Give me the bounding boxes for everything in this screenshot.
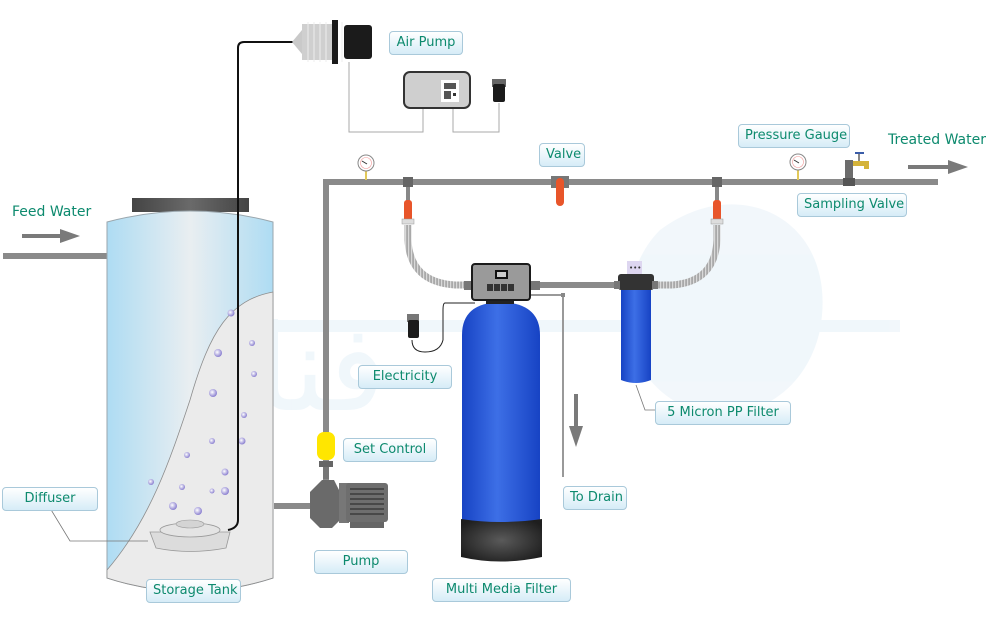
label-pressure-gauge: Pressure Gauge [738, 124, 850, 148]
air-pump-controller [403, 71, 471, 109]
pressure-gauge-left [357, 154, 375, 180]
water-pump [310, 461, 388, 528]
flex-hose-right [655, 225, 721, 289]
air-bubbles [148, 309, 257, 515]
sampling-valve [843, 152, 869, 186]
svg-text:•••: ••• [629, 264, 641, 272]
air-hose [227, 41, 298, 531]
leader-lines [49, 384, 655, 542]
valve-right [710, 177, 724, 225]
valve-left [401, 177, 415, 225]
label-micron-pp-filter: 5 Micron PP Filter [655, 401, 791, 425]
pp-cartridge-filter: ••• [614, 261, 658, 383]
drain-arrow [569, 394, 583, 447]
label-valve: Valve [539, 143, 585, 167]
multi-media-filter [461, 296, 542, 562]
label-electricity: Electricity [358, 365, 452, 389]
connecting-pipe [530, 282, 620, 288]
label-treated-water: Treated Water [888, 132, 986, 148]
drain-line [530, 293, 565, 477]
label-to-drain: To Drain [563, 486, 627, 510]
electricity-plug-icon [407, 302, 475, 353]
pressure-gauge-right [789, 153, 807, 180]
feed-water-pipe [3, 253, 109, 259]
label-air-pump: Air Pump [389, 31, 463, 55]
treated-water-arrow [908, 160, 968, 174]
flex-hose-left [404, 225, 474, 289]
tank-lid [132, 198, 249, 212]
valve-center [551, 176, 569, 206]
power-plug-icon [492, 79, 506, 102]
feed-water-arrow [22, 229, 80, 243]
label-storage-tank: Storage Tank [146, 579, 241, 603]
label-sampling-valve: Sampling Valve [797, 193, 907, 217]
label-pump: Pump [314, 550, 408, 574]
mmf-control-head [471, 263, 531, 301]
diffuser [149, 519, 231, 552]
label-feed-water: Feed Water [12, 204, 92, 220]
air-pump-wiring [348, 62, 500, 133]
set-control-device [317, 432, 335, 460]
label-multi-media-filter: Multi Media Filter [432, 578, 571, 602]
air-pump [292, 20, 372, 64]
label-set-control: Set Control [343, 438, 437, 462]
label-diffuser: Diffuser [2, 487, 98, 511]
